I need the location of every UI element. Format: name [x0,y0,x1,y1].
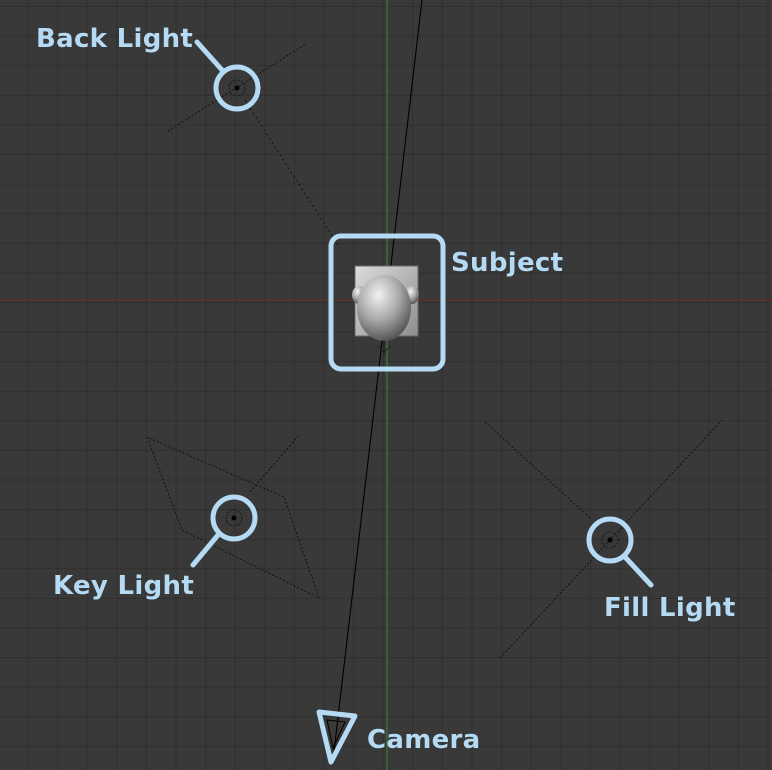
camera-label: Camera [367,725,481,755]
fill-light-label: Fill Light [604,593,736,623]
key-light-label: Key Light [53,571,195,601]
back-light-callout [194,39,261,112]
key-light-callout [190,494,258,568]
subject-object[interactable] [352,265,419,355]
camera-view-line [332,0,423,761]
subject-label: Subject [451,248,564,278]
subject-callout-box [328,233,446,372]
camera-icon[interactable] [316,709,358,765]
key-light-lamp[interactable] [146,433,320,599]
back-light-lamp[interactable] [167,43,339,246]
fill-light-lamp[interactable] [484,419,723,659]
back-light-label: Back Light [36,24,194,54]
fill-light-callout [586,516,654,588]
